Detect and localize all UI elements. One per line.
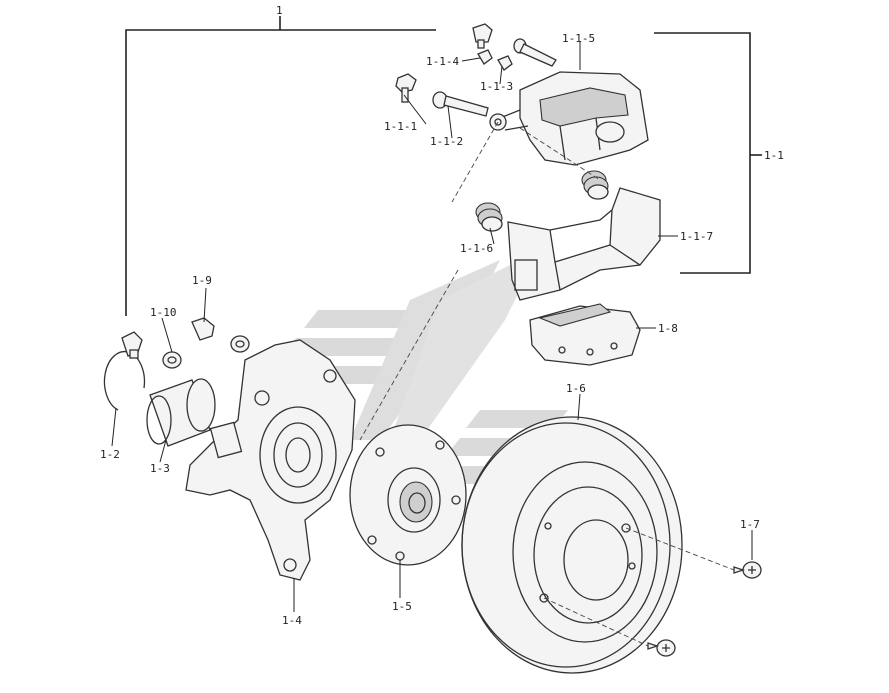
label-1-1-7: 1-1-7 — [680, 230, 713, 243]
group-frame-1 — [125, 16, 436, 316]
bearing-1-3 — [146, 378, 216, 447]
disc-screw-lower — [647, 639, 676, 657]
bolt-1-9 — [191, 317, 250, 353]
label-1-9: 1-9 — [192, 274, 212, 287]
caliper-bolt-1-1-1 — [395, 73, 417, 103]
leader-lines — [111, 42, 753, 612]
brake-pads — [529, 303, 641, 366]
guide-pin-1-1-2 — [432, 91, 489, 117]
label-1-1-2: 1-1-2 — [430, 135, 463, 148]
group-frame-1-1 — [654, 32, 762, 274]
label-1-1: 1-1 — [764, 149, 784, 162]
snap-ring-1-2 — [103, 350, 146, 411]
label-1-6: 1-6 — [566, 382, 586, 395]
bolt-1-10 — [121, 331, 143, 359]
assembly-lines — [359, 121, 735, 647]
caliper-housing — [489, 71, 649, 166]
label-1-10: 1-10 — [150, 306, 177, 319]
caliper-bracket — [507, 187, 661, 301]
label-1-8: 1-8 — [658, 322, 678, 335]
brake-disc — [461, 416, 683, 674]
label-1-1-1: 1-1-1 — [384, 120, 417, 133]
bleeder-cap-1-1-4 — [477, 49, 493, 65]
guide-pin-upper — [472, 23, 557, 67]
washer-1-10 — [162, 351, 182, 369]
label-1-3: 1-3 — [150, 462, 170, 475]
label-1-7: 1-7 — [740, 518, 760, 531]
label-1-5: 1-5 — [392, 600, 412, 613]
disc-screw-upper — [733, 561, 762, 579]
label-1-1-4: 1-1-4 — [426, 55, 459, 68]
label-1: 1 — [276, 4, 283, 17]
label-1-1-6: 1-1-6 — [460, 242, 493, 255]
steering-knuckle — [185, 339, 356, 581]
label-1-1-5: 1-1-5 — [562, 32, 595, 45]
label-1-4: 1-4 — [282, 614, 302, 627]
label-1-1-3: 1-1-3 — [480, 80, 513, 93]
wheel-hub — [349, 424, 467, 566]
bleeder-1-1-3 — [497, 55, 513, 71]
label-1-2: 1-2 — [100, 448, 120, 461]
